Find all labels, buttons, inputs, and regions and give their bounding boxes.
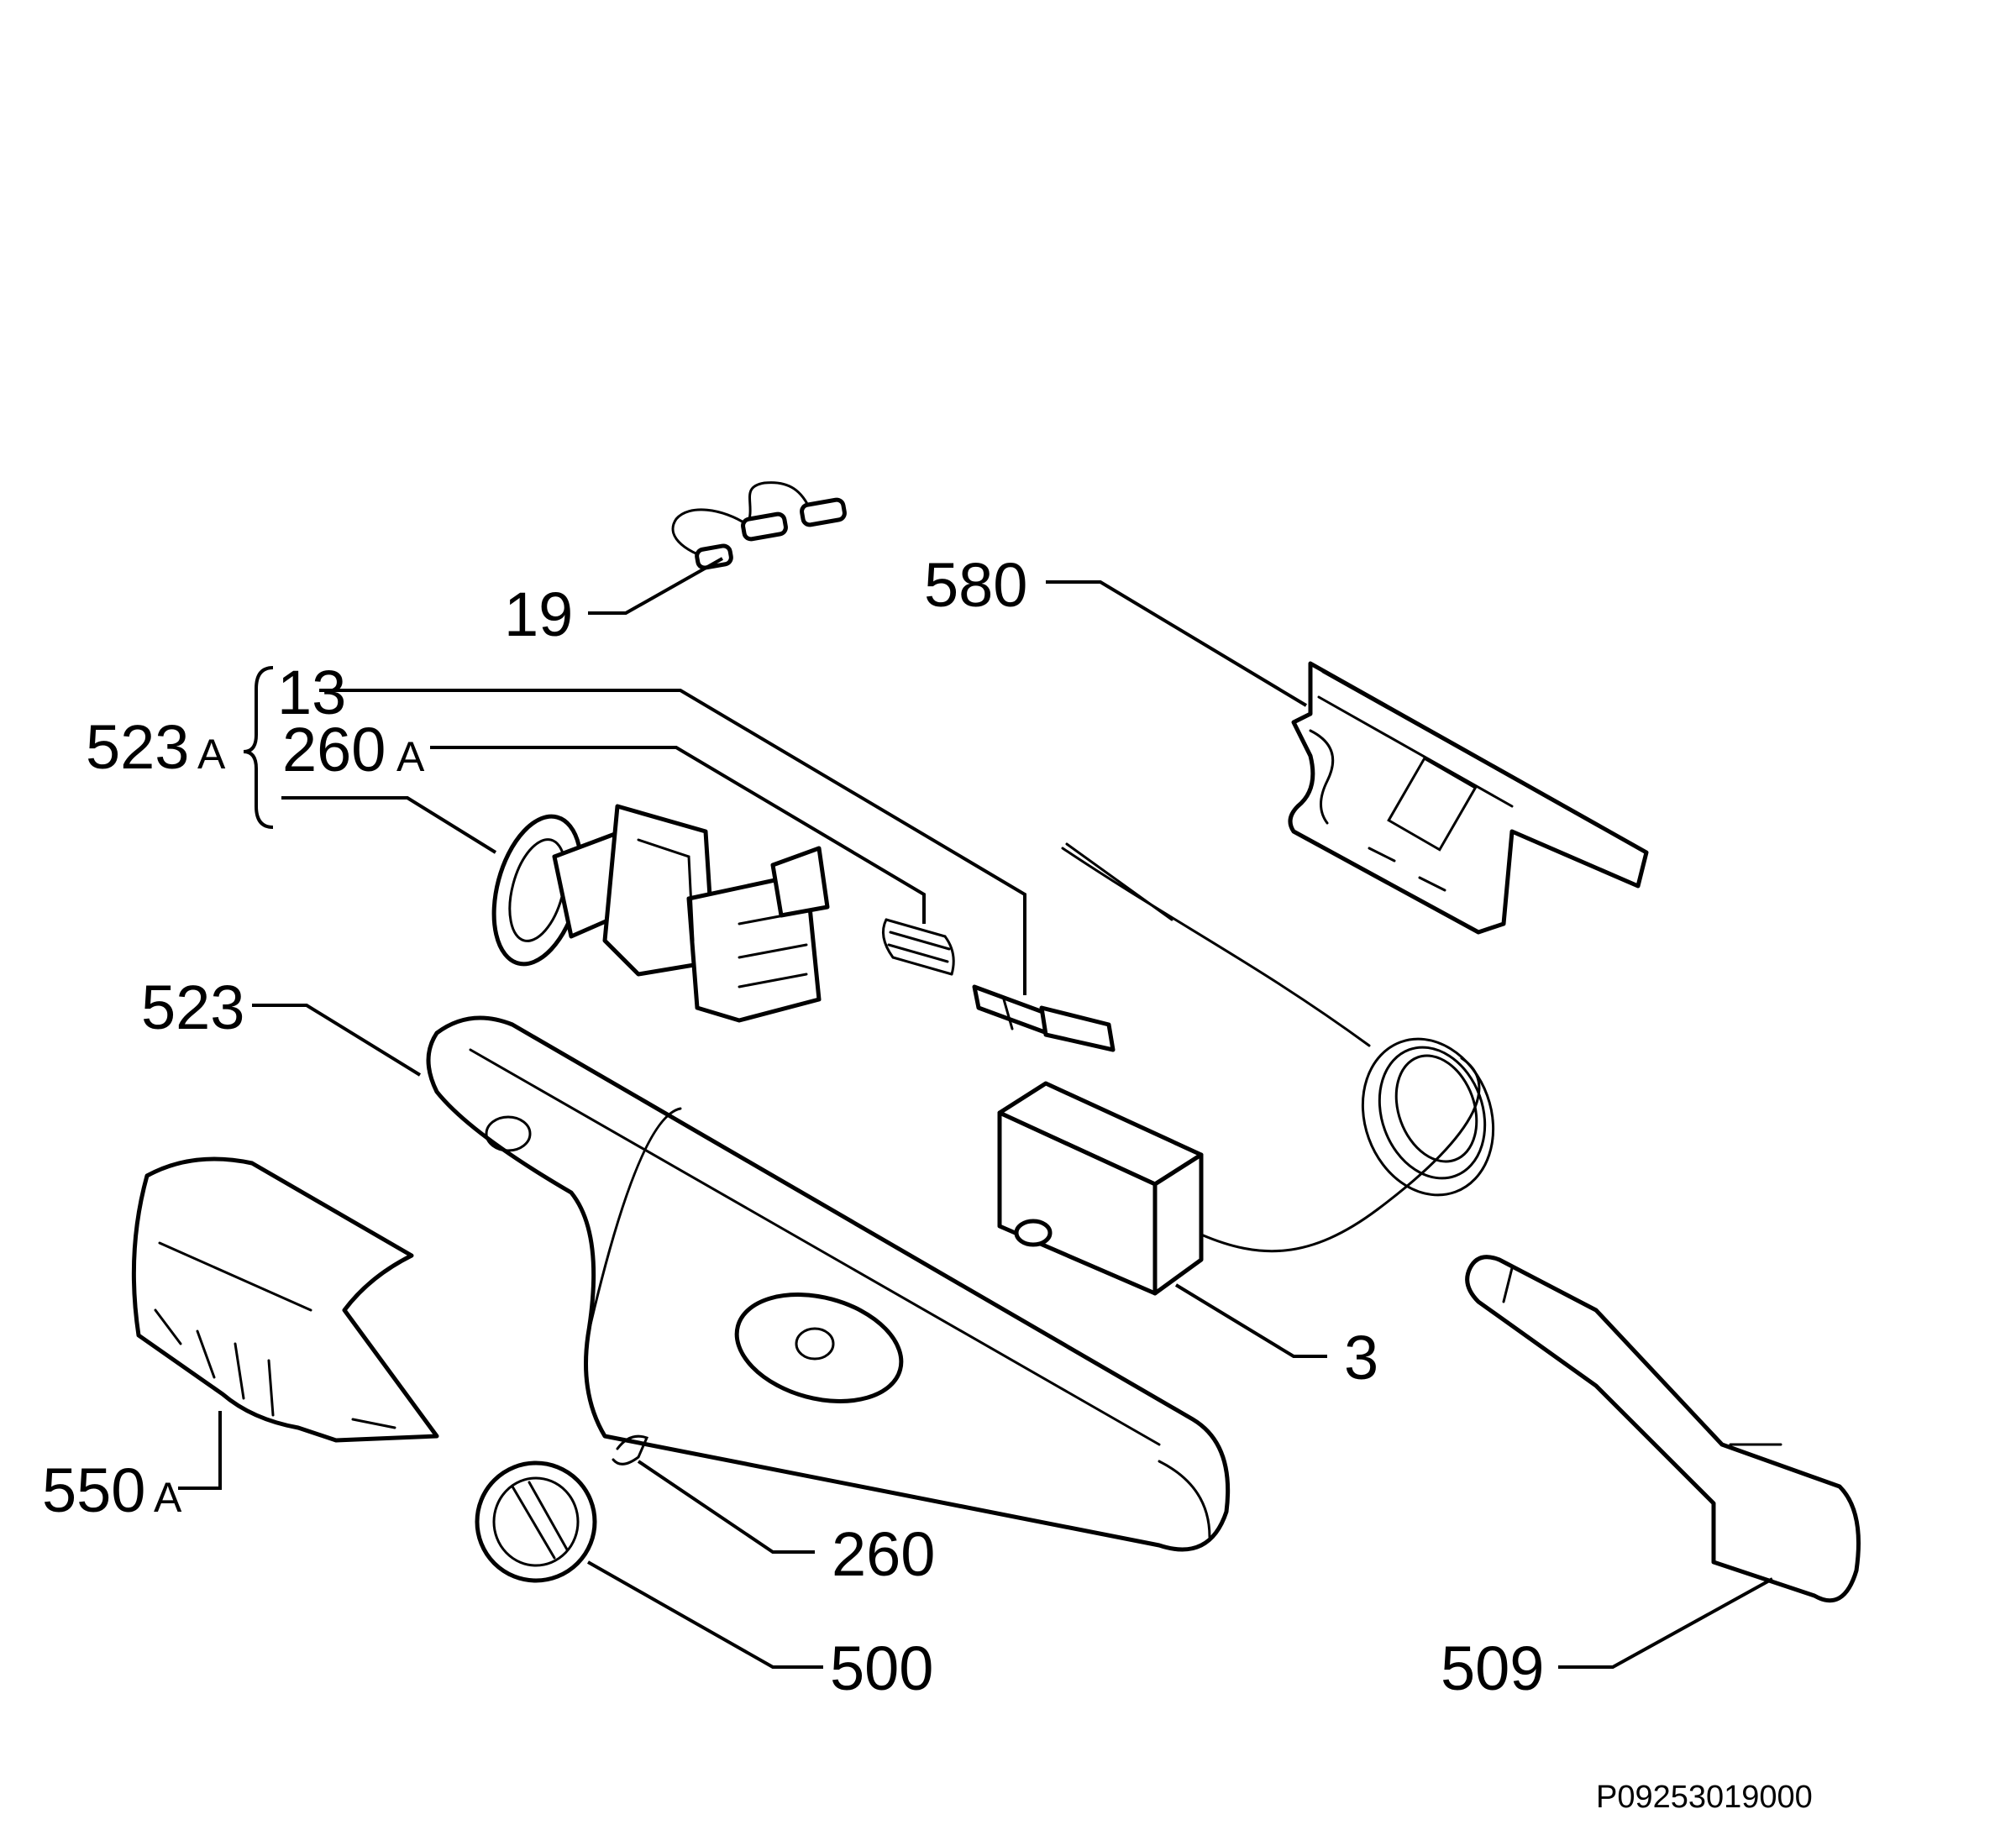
label-550a-suffix: A bbox=[154, 1474, 182, 1521]
label-580: 580 bbox=[924, 550, 1027, 620]
part-260-clip bbox=[612, 1434, 649, 1466]
label-260: 260 bbox=[832, 1519, 935, 1589]
label-523a-suffix: A bbox=[197, 731, 226, 778]
label-523: 523 bbox=[141, 973, 244, 1042]
part-523-housing bbox=[426, 1015, 1231, 1552]
group-brace-523a bbox=[243, 666, 274, 829]
part-500-knob bbox=[475, 1460, 597, 1583]
label-509: 509 bbox=[1441, 1633, 1544, 1703]
part-523a-switch-assembly bbox=[491, 804, 830, 1023]
leader-lines bbox=[178, 557, 1773, 1669]
part-19-wire-connector bbox=[671, 481, 847, 570]
part-550a-cover bbox=[131, 1156, 439, 1443]
part-580-bracket bbox=[1288, 661, 1649, 935]
label-550a-number: 550 bbox=[42, 1455, 145, 1525]
label-19: 19 bbox=[504, 579, 573, 649]
label-260a-suffix: A bbox=[396, 733, 425, 780]
label-3: 3 bbox=[1344, 1323, 1378, 1392]
part-13-pin bbox=[972, 984, 1116, 1052]
drawing-code: P09253019000 bbox=[1596, 1780, 1813, 1815]
label-523a-number: 523 bbox=[86, 712, 189, 782]
label-13: 13 bbox=[277, 658, 346, 727]
label-500: 500 bbox=[830, 1633, 933, 1703]
part-260a-spring bbox=[881, 918, 955, 976]
part-509-handle bbox=[1465, 1255, 1861, 1603]
label-260a-number: 260 bbox=[282, 715, 386, 784]
part-3-thermostat bbox=[997, 842, 1495, 1296]
